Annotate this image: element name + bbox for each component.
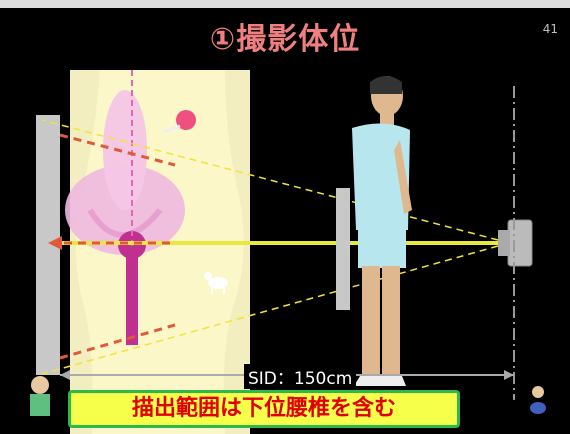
person-standing-icon <box>352 76 412 386</box>
page-number: 41 <box>543 22 558 36</box>
doctor-character-icon <box>30 376 50 416</box>
sid-label: SID：150cm <box>244 364 356 389</box>
small-character-icon-2 <box>530 386 546 414</box>
x-ray-tube-icon <box>498 86 532 400</box>
top-strip <box>0 0 570 8</box>
middle-plate <box>336 188 350 310</box>
caption-text: 描出範囲は下位腰椎を含む <box>132 393 396 425</box>
caption-box: 描出範囲は下位腰椎を含む <box>68 390 460 428</box>
slide-title: ①撮影体位 <box>0 14 570 58</box>
pelvis-anatomy-icon <box>65 70 250 434</box>
